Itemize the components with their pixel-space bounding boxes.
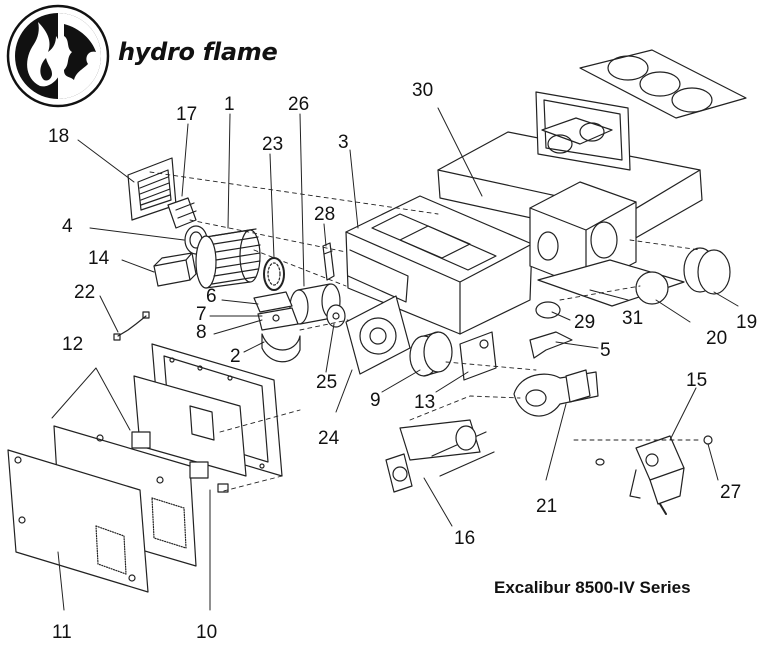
part-23-clamp — [263, 257, 285, 291]
part-label-3: 3 — [338, 132, 349, 153]
part-label-31: 31 — [622, 308, 644, 329]
part-28-sensor — [322, 242, 335, 281]
part-19-collar — [683, 247, 731, 295]
part-label-10: 10 — [196, 622, 218, 643]
part-label-26: 26 — [288, 94, 310, 115]
part-label-23: 23 — [262, 134, 284, 155]
gasket-top — [579, 49, 747, 119]
part-label-7: 7 — [196, 304, 207, 325]
part-label-22: 22 — [74, 282, 96, 303]
part-label-16: 16 — [454, 528, 476, 549]
part-24-blower-housing — [345, 295, 411, 375]
part-21-igniter-plate — [513, 369, 599, 417]
part-label-19: 19 — [736, 312, 758, 333]
part-label-27: 27 — [720, 482, 742, 503]
part-label-9: 9 — [370, 390, 381, 411]
part-label-11: 11 — [52, 622, 72, 643]
part-5-clip — [529, 331, 573, 359]
part-18-louver-panel — [127, 157, 177, 221]
part-16-burner-tube — [385, 419, 495, 493]
washer-small — [595, 458, 605, 466]
part-label-28: 28 — [314, 204, 336, 225]
model-caption: Excalibur 8500-IV Series — [494, 578, 691, 597]
part-label-21: 21 — [536, 496, 558, 517]
part-label-30: 30 — [412, 80, 434, 101]
part-label-15: 15 — [686, 370, 708, 391]
part-15-gas-valve — [629, 435, 685, 515]
part-label-2: 2 — [230, 346, 241, 367]
door-hinges — [131, 431, 229, 493]
part-20-cover — [635, 271, 669, 305]
part-label-29: 29 — [574, 312, 596, 333]
part-label-6: 6 — [206, 286, 217, 307]
inner-door-plate — [133, 375, 247, 477]
flame-globe-logo — [6, 4, 110, 108]
leader-lines — [51, 107, 739, 611]
brand-name: hydro flame — [118, 38, 278, 66]
part-2-motor-bracket — [261, 333, 301, 363]
part-17-bracket — [167, 197, 197, 229]
part-label-4: 4 — [62, 216, 73, 237]
part-22-wire — [113, 311, 150, 341]
part-27-screw — [703, 435, 713, 445]
part-25-disk — [326, 304, 346, 328]
part-label-20: 20 — [706, 328, 728, 349]
part-13-bracket — [459, 331, 497, 381]
part-label-25: 25 — [316, 372, 338, 393]
part-label-18: 18 — [48, 126, 70, 147]
part-14-module — [153, 252, 197, 287]
part-1-blower-wheel — [195, 228, 261, 289]
part-label-1: 1 — [224, 94, 235, 115]
part-9-combustion-wheel — [409, 331, 453, 377]
part-label-8: 8 — [196, 322, 207, 343]
part-6-7-8-plates — [253, 291, 299, 331]
part-label-13: 13 — [414, 392, 436, 413]
part-29-disk — [535, 301, 561, 319]
part-label-17: 17 — [176, 104, 198, 125]
part-11-front-door — [7, 449, 149, 593]
base-plate — [537, 259, 685, 307]
part-label-14: 14 — [88, 248, 110, 269]
part-label-24: 24 — [318, 428, 340, 449]
part-label-12: 12 — [62, 334, 84, 355]
part-label-5: 5 — [600, 340, 611, 361]
